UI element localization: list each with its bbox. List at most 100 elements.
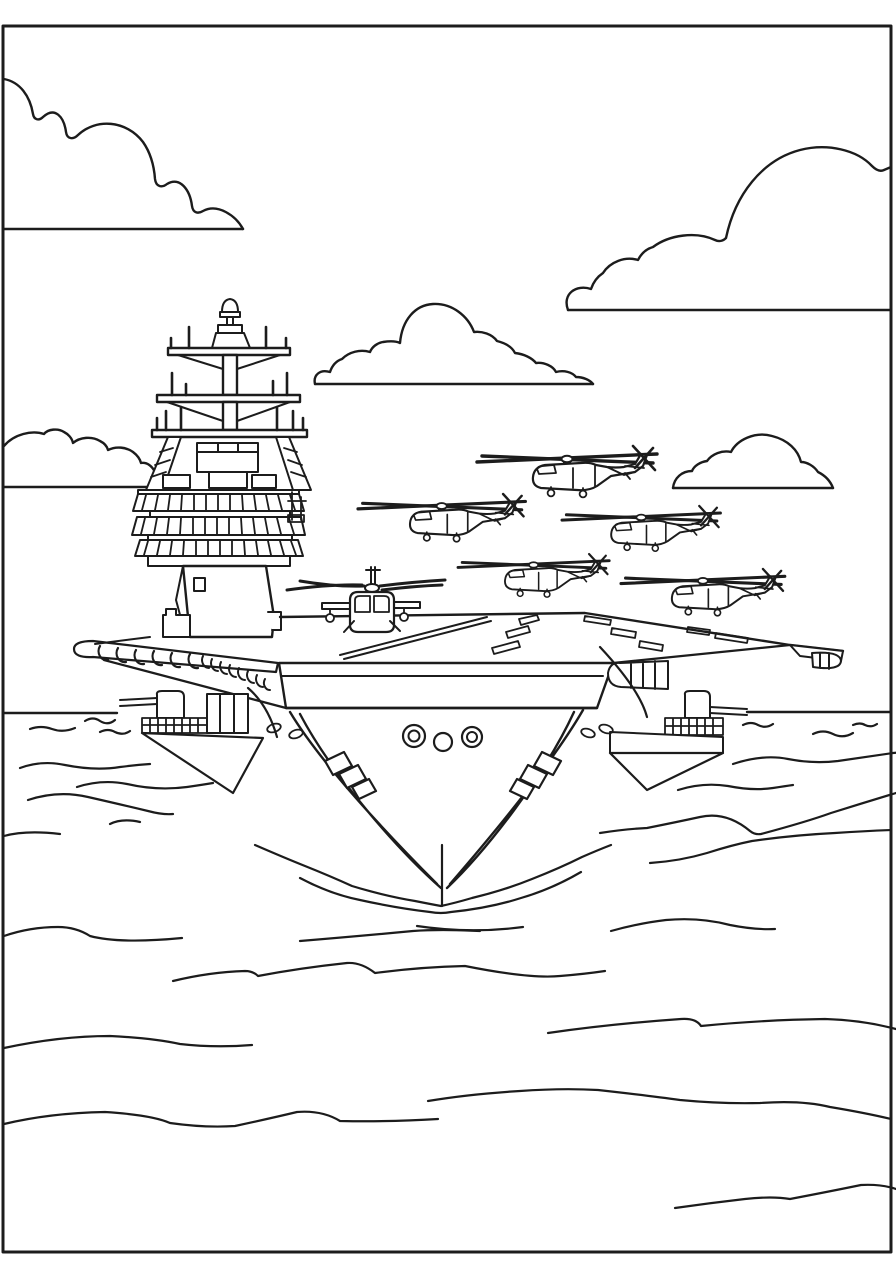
wheel <box>399 612 409 622</box>
hull-ellipse <box>266 722 282 734</box>
island-mast <box>150 298 309 439</box>
porthole <box>401 723 427 749</box>
starboard-deck-edge-pod <box>811 651 842 670</box>
ocean-waves <box>2 717 896 1210</box>
cabin <box>348 590 396 634</box>
wave-line <box>676 783 795 792</box>
island-side-antenna <box>287 491 307 523</box>
port-deck-edge-pod <box>72 639 280 674</box>
deck-edge-curtain <box>201 655 271 692</box>
leg-hatch-right <box>283 447 307 478</box>
hull-ellipse <box>580 727 596 739</box>
wave-line <box>28 725 77 732</box>
wave-line <box>75 780 215 790</box>
starboard-gun-barrel <box>709 706 748 716</box>
cloud-outline <box>565 146 893 312</box>
mast-struts-1 <box>177 354 281 370</box>
porthole <box>432 731 454 753</box>
bullnose-cylinder <box>607 660 669 690</box>
mast-house <box>196 442 259 473</box>
wave-line <box>851 722 879 728</box>
port-sponson-wedge <box>140 731 265 795</box>
wave-line <box>98 728 132 735</box>
yardarm-3 <box>150 428 309 439</box>
line-art-layer <box>1 24 896 1254</box>
island-boxes <box>162 471 277 489</box>
hull <box>119 645 748 908</box>
port-sponson-rail <box>141 717 208 734</box>
wave-line <box>26 793 175 816</box>
wave-line <box>298 928 482 943</box>
cloud-center <box>313 302 595 386</box>
island-house <box>181 564 276 639</box>
island-leg-right <box>275 436 312 491</box>
port-gun-mount <box>155 690 185 719</box>
cloud-outline <box>671 433 835 490</box>
gear-legs <box>343 620 401 633</box>
wave-line <box>731 751 896 766</box>
starboard-sponson-wedge <box>608 751 725 792</box>
hull-ellipse <box>288 728 304 740</box>
starboard-sponson-rail <box>664 717 724 736</box>
cloud-top-left <box>2 77 245 231</box>
island-window <box>193 577 206 592</box>
deck-rear-left-edge <box>94 636 151 645</box>
island-step-right <box>267 611 282 631</box>
runway-stripe <box>339 616 492 660</box>
flight-deck <box>72 611 845 710</box>
wave-line <box>2 831 62 838</box>
island-step-left <box>162 608 191 638</box>
runway-dashes-left <box>491 614 540 655</box>
rotor-blades <box>285 578 447 592</box>
mast-struts-2 <box>166 401 291 422</box>
tier-2-hatch <box>140 517 295 535</box>
cloud-outline <box>313 302 595 386</box>
antennas-1 <box>169 325 288 350</box>
wave-line <box>2 1034 254 1050</box>
wave-line <box>108 819 142 826</box>
port-sponson-box <box>206 693 249 734</box>
wheel <box>325 613 335 623</box>
wave-line <box>426 1088 893 1121</box>
deck-edge-scallops <box>97 644 200 670</box>
porthole-inner <box>407 729 421 743</box>
mast-dome-light <box>219 298 241 326</box>
wave-line <box>83 717 117 725</box>
cloud-mid-left <box>2 428 158 489</box>
wave-line <box>171 961 607 983</box>
wave-line <box>18 761 152 770</box>
rotor-hub <box>364 583 380 593</box>
porthole-inner <box>466 731 478 743</box>
tier-3 <box>134 539 304 557</box>
port-gun-barrel <box>119 697 158 707</box>
leg-hatch-left <box>150 447 174 478</box>
rotor-mast <box>365 566 381 585</box>
port-bow-shoulder <box>102 658 288 710</box>
yardarm-1 <box>166 346 292 357</box>
hull-ellipse <box>598 723 614 735</box>
wave-line <box>609 918 777 933</box>
cloud-outline <box>2 77 245 231</box>
antennas-2 <box>170 371 289 397</box>
deck-side-right <box>611 643 792 665</box>
anchor-chain-right <box>508 750 563 801</box>
mast-column-2 <box>221 400 239 432</box>
antennas-3 <box>155 405 305 432</box>
tier-3-hatch <box>143 540 297 556</box>
wave-line <box>811 730 855 738</box>
tier-2 <box>131 516 306 536</box>
porthole <box>460 725 484 749</box>
yardarm-2 <box>155 393 302 404</box>
stub-wings <box>321 601 421 610</box>
wave-line <box>741 721 775 728</box>
runway-dashes-right <box>583 615 749 652</box>
wake-contour <box>648 828 893 865</box>
wave-line <box>2 1110 440 1128</box>
cloud-mid-right <box>671 433 835 490</box>
tier-1-hatch <box>141 494 296 511</box>
deck-fascia <box>277 661 615 710</box>
starboard-gun-mount <box>683 690 711 719</box>
